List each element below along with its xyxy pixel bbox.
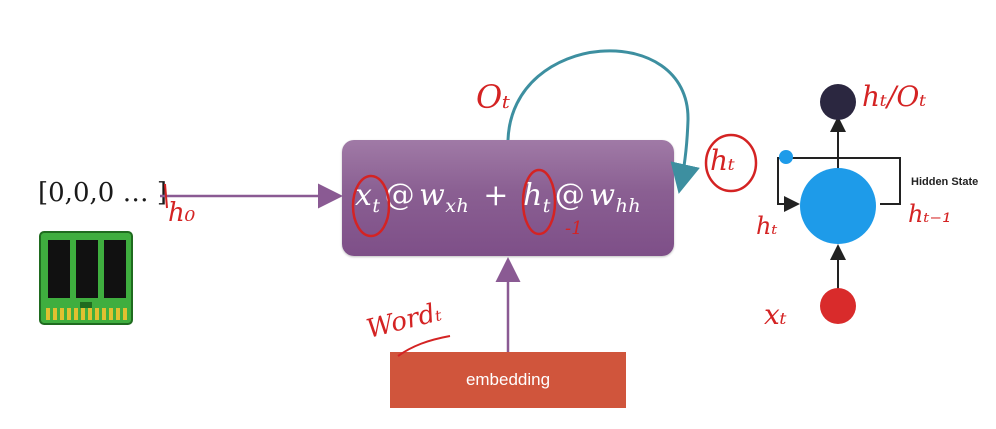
output-node	[820, 84, 856, 120]
formula-w2: w	[589, 178, 616, 213]
formula-w1: w	[419, 178, 446, 213]
input-node	[820, 288, 856, 324]
rnn-self-loop	[777, 157, 901, 212]
embedding-box: embedding	[390, 352, 626, 408]
initial-hidden-vector: [0,0,0 … ]	[38, 178, 167, 208]
hidden-node	[800, 168, 876, 244]
formula-x: x	[355, 178, 373, 213]
hw-ht-ot: hₜ/Oₜ	[862, 80, 927, 113]
x-circle	[351, 174, 391, 238]
formula-x-sub: t	[372, 195, 381, 217]
formula-at-2: @	[554, 178, 586, 213]
hidden-state-label: Hidden State	[911, 176, 979, 188]
embedding-label: embedding	[465, 370, 551, 389]
hidden-node-small	[779, 150, 793, 164]
hw-output-ot: Oₜ	[476, 78, 511, 116]
formula-w2-sub: hh	[615, 195, 642, 217]
vector-bracket-mark	[164, 183, 168, 209]
formula-h: h	[522, 178, 543, 213]
formula-h-sub: t	[542, 195, 551, 217]
ht-circle	[704, 133, 758, 193]
rnn-cell-box	[342, 140, 674, 256]
hw-xt: xₜ	[764, 298, 787, 331]
rnn-formula: xt@wxh + ht@whh	[355, 178, 641, 217]
formula-plus: +	[483, 178, 509, 213]
hw-h0: h₀	[168, 198, 196, 228]
hw-ht-circled: hₜ	[710, 144, 735, 177]
hw-ht-left: hₜ	[756, 212, 778, 240]
h-circle	[521, 168, 557, 236]
word-underline	[397, 335, 451, 357]
memory-chip-icon	[39, 231, 133, 325]
formula-w1-sub: xh	[445, 195, 470, 217]
recurrent-loop-arrow	[506, 49, 700, 194]
hw-minus-one: -1	[565, 218, 583, 239]
hw-ht-minus-1: hₜ₋₁	[908, 200, 952, 228]
